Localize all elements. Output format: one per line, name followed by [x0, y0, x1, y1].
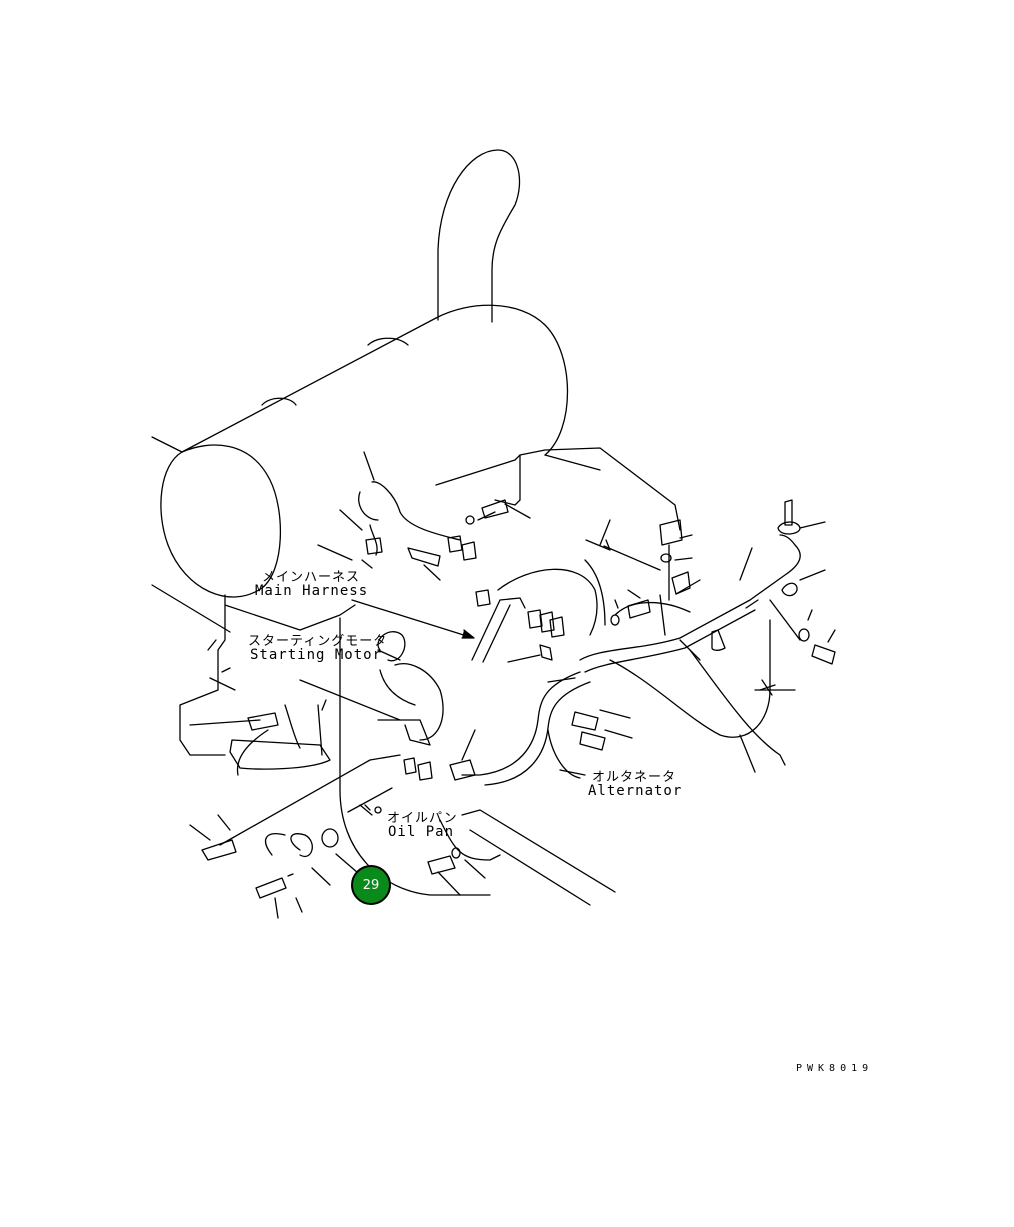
center-hardware — [207, 451, 661, 781]
engine-block — [151, 447, 681, 906]
leader-lines — [351, 599, 586, 816]
right-hardware — [610, 499, 836, 773]
alternator — [449, 709, 633, 781]
starting-motor-label: Starting Motor — [250, 647, 383, 663]
drawing-code: PWK8019 — [796, 1063, 874, 1074]
main-harness-wires — [461, 534, 801, 786]
callout-29-button[interactable]: 29 — [351, 865, 391, 905]
oil-pan-label-jp: オイルパン — [387, 811, 458, 826]
callout-number: 29 — [362, 877, 380, 893]
oil-pan-label: Oil Pan — [388, 824, 455, 840]
muffler — [151, 304, 569, 598]
main-harness-label-jp: メインハーネス — [262, 570, 361, 585]
starting-motor-label-jp: スターティングモータ — [248, 634, 388, 649]
alternator-label-jp: オルタネータ — [592, 770, 677, 785]
alternator-label: Alternator — [588, 783, 683, 799]
exhaust-pipe — [437, 149, 521, 323]
main-harness-label: Main Harness — [255, 583, 369, 599]
